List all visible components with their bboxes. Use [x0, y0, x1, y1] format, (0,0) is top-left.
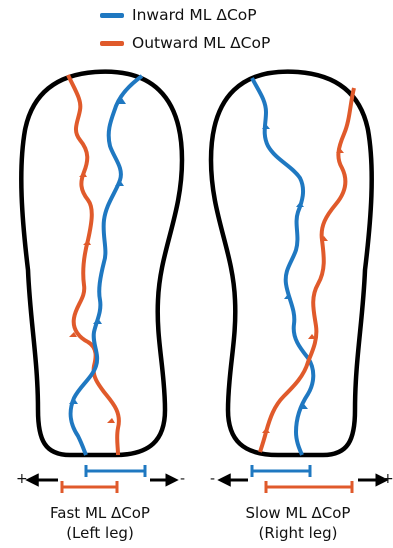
legend-label-outward: Outward ML ΔCoP: [132, 34, 270, 52]
left-minus-sign: -: [180, 471, 185, 487]
right-scale: [224, 465, 382, 493]
left-inward-arrowhead: [69, 398, 78, 404]
legend-item-outward: Outward ML ΔCoP: [100, 33, 270, 53]
left-plus-sign: +: [16, 471, 28, 487]
right-minus-sign: -: [210, 471, 215, 487]
right-plus-sign: +: [382, 471, 393, 487]
right-outward-range-bar: [266, 481, 352, 493]
right-caption: Slow ML ΔCoP (Right leg): [203, 503, 393, 543]
left-caption-subtitle: (Left leg): [5, 523, 195, 543]
left-foot: [21, 72, 182, 455]
right-foot: [211, 72, 372, 455]
right-caption-subtitle: (Right leg): [203, 523, 393, 543]
left-outward-range-bar: [62, 481, 117, 493]
left-inward-arrowhead: [115, 180, 124, 186]
left-inward-path: [71, 76, 142, 455]
legend-swatch-outward: [100, 41, 124, 46]
left-outward-arrowhead: [107, 418, 115, 423]
left-inward-range-bar: [86, 465, 145, 477]
legend-item-inward: Inward ML ΔCoP: [100, 5, 257, 25]
right-caption-title: Slow ML ΔCoP: [203, 503, 393, 523]
left-caption-title: Fast ML ΔCoP: [5, 503, 195, 523]
right-inward-range-bar: [252, 465, 310, 477]
left-inward-arrowhead: [93, 318, 102, 324]
legend-swatch-inward: [100, 13, 124, 18]
left-caption: Fast ML ΔCoP (Left leg): [5, 503, 195, 543]
left-scale: [32, 465, 172, 493]
legend-label-inward: Inward ML ΔCoP: [132, 6, 257, 24]
